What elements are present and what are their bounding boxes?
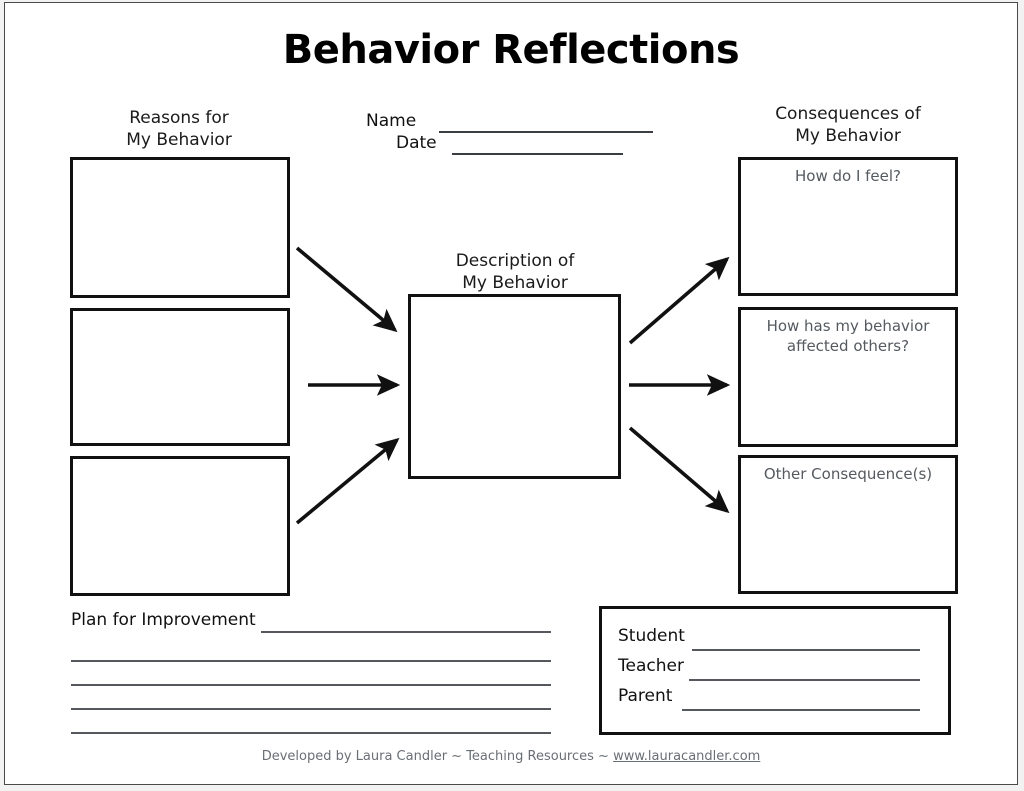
signature-line-teacher[interactable] bbox=[689, 679, 920, 681]
arrow-description-to-other bbox=[628, 426, 730, 514]
center-column-heading-line1: Description of bbox=[455, 251, 575, 271]
plan-line-2[interactable] bbox=[71, 684, 551, 686]
left-column-heading: Reasons for My Behavior bbox=[69, 107, 289, 151]
signature-box: Student Teacher Parent bbox=[599, 606, 951, 735]
signature-line-parent[interactable] bbox=[682, 709, 920, 711]
consequence-box-others[interactable]: How has my behavior affected others? bbox=[738, 307, 958, 447]
consequence-box-feel[interactable]: How do I feel? bbox=[738, 157, 958, 296]
name-input-line[interactable] bbox=[439, 131, 653, 133]
reason-box-1[interactable] bbox=[70, 157, 290, 298]
flow-arrows bbox=[295, 246, 731, 525]
left-column-heading-line2: My Behavior bbox=[126, 130, 232, 150]
footer-credit-text: Developed by Laura Candler ~ Teaching Re… bbox=[261, 749, 614, 764]
arrow-reason3-to-description bbox=[295, 437, 400, 525]
center-column-heading: Description of My Behavior bbox=[405, 250, 625, 294]
footer-credit: Developed by Laura Candler ~ Teaching Re… bbox=[5, 749, 1017, 764]
plan-for-improvement-label: Plan for Improvement bbox=[71, 610, 256, 630]
arrow-description-to-feel bbox=[628, 256, 730, 345]
signature-label-teacher: Teacher bbox=[618, 656, 684, 676]
right-column-heading-line2: My Behavior bbox=[795, 126, 901, 146]
left-column-heading-line1: Reasons for bbox=[129, 108, 229, 128]
consequence-box-other-label: Other Consequence(s) bbox=[763, 465, 933, 483]
plan-line-3[interactable] bbox=[71, 708, 551, 710]
signature-line-student[interactable] bbox=[692, 649, 920, 651]
reason-box-2[interactable] bbox=[70, 308, 290, 446]
name-field-label: Name bbox=[366, 111, 417, 131]
consequence-box-feel-label: How do I feel? bbox=[794, 167, 902, 185]
right-column-heading: Consequences of My Behavior bbox=[738, 103, 958, 147]
consequence-box-others-label: How has my behavior affected others? bbox=[766, 317, 930, 355]
plan-line-0[interactable] bbox=[261, 631, 551, 633]
plan-line-4[interactable] bbox=[71, 732, 551, 734]
signature-label-student: Student bbox=[618, 626, 685, 646]
worksheet-page: Behavior Reflections Reasons for My Beha… bbox=[4, 2, 1018, 785]
arrow-reason1-to-description bbox=[295, 246, 398, 333]
date-field-label: Date bbox=[396, 133, 437, 153]
signature-label-parent: Parent bbox=[618, 686, 673, 706]
description-box[interactable] bbox=[408, 294, 621, 479]
plan-line-1[interactable] bbox=[71, 660, 551, 662]
consequence-box-other[interactable]: Other Consequence(s) bbox=[738, 455, 958, 594]
page-title: Behavior Reflections bbox=[282, 27, 740, 73]
footer-url[interactable]: www.lauracandler.com bbox=[613, 749, 761, 764]
right-column-heading-line1: Consequences of bbox=[775, 104, 921, 124]
date-input-line[interactable] bbox=[452, 153, 623, 155]
reason-box-3[interactable] bbox=[70, 456, 290, 596]
center-column-heading-line2: My Behavior bbox=[462, 273, 568, 293]
